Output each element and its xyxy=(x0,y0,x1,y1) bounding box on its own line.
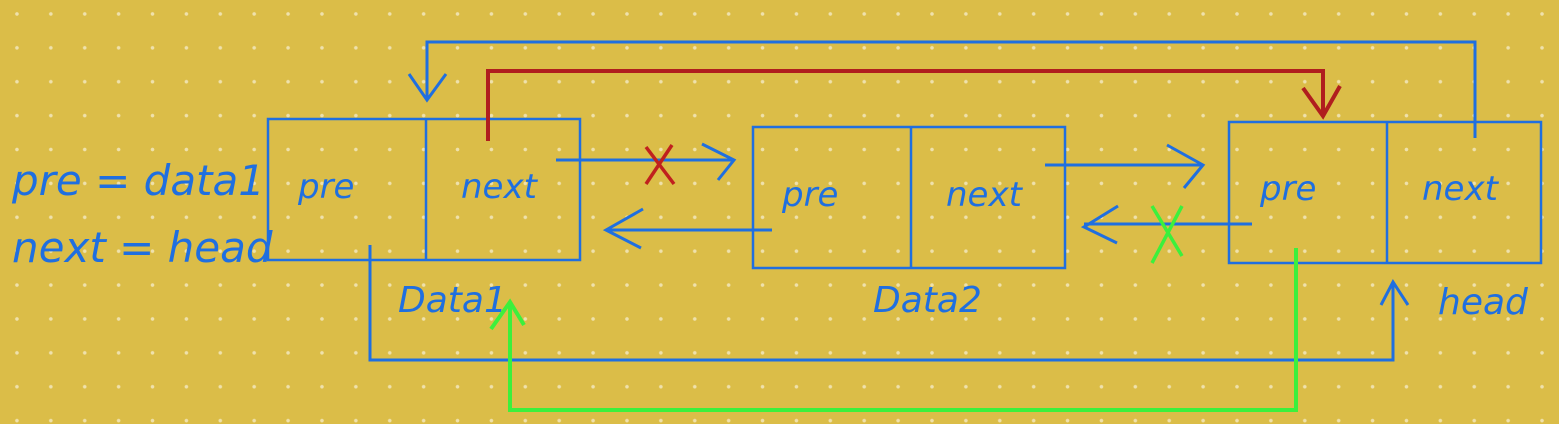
annotation-line-pre: pre = data1 xyxy=(11,156,265,205)
arrow-head-next-line xyxy=(425,40,1477,138)
node-data2-next-label: next xyxy=(946,175,1024,215)
arrow-head-pre-to-data2 xyxy=(1080,204,1252,245)
arrow-head-next-head xyxy=(407,73,448,103)
node-data2: pre next Data2 xyxy=(751,125,1067,321)
arrow-new-next-line xyxy=(486,69,1325,141)
removed-mark-red-x xyxy=(644,144,676,186)
node-head-box xyxy=(1227,120,1543,265)
arrow-data1-pre-line xyxy=(368,245,1395,362)
arrow-data1-next-head xyxy=(701,142,737,181)
removed-mark-green-x xyxy=(1150,205,1184,264)
annotation-line-next: next = head xyxy=(12,223,273,272)
node-data1-next-label: next xyxy=(461,167,539,207)
node-data2-pre-label: pre xyxy=(781,175,838,215)
annotation: pre = data1 next = head xyxy=(11,156,273,272)
arrow-data1-pre-head xyxy=(1379,279,1410,306)
arrow-data2-pre-head xyxy=(602,207,644,250)
node-head: pre next head xyxy=(1227,120,1543,323)
node-head-next-label: next xyxy=(1422,169,1500,209)
arrow-data1-pre-to-head xyxy=(368,245,1410,362)
arrow-data2-pre-to-data1 xyxy=(602,207,772,250)
arrow-head-next-to-data1 xyxy=(407,40,1477,138)
node-data1-pre-label: pre xyxy=(297,167,354,207)
arrow-head-pre-head xyxy=(1080,204,1119,245)
node-data1-name: Data1 xyxy=(398,280,507,321)
node-data1: pre next Data1 xyxy=(266,117,582,321)
arrow-new-pre-head xyxy=(489,298,526,331)
arrow-new-head-pre-to-data1 xyxy=(489,248,1298,412)
node-data2-name: Data2 xyxy=(873,280,982,321)
arrow-new-next-head xyxy=(1301,85,1342,120)
node-head-pre-label: pre xyxy=(1259,169,1316,209)
arrow-new-data1-next-to-head xyxy=(486,69,1342,141)
node-data2-box xyxy=(751,125,1067,270)
arrow-data1-next-to-data2 xyxy=(556,142,737,181)
node-head-name: head xyxy=(1438,282,1529,323)
arrow-new-pre-line xyxy=(508,248,1298,412)
arrow-data2-next-head xyxy=(1166,143,1206,189)
node-data1-box xyxy=(266,117,582,262)
arrow-data2-next-to-head xyxy=(1045,143,1206,189)
